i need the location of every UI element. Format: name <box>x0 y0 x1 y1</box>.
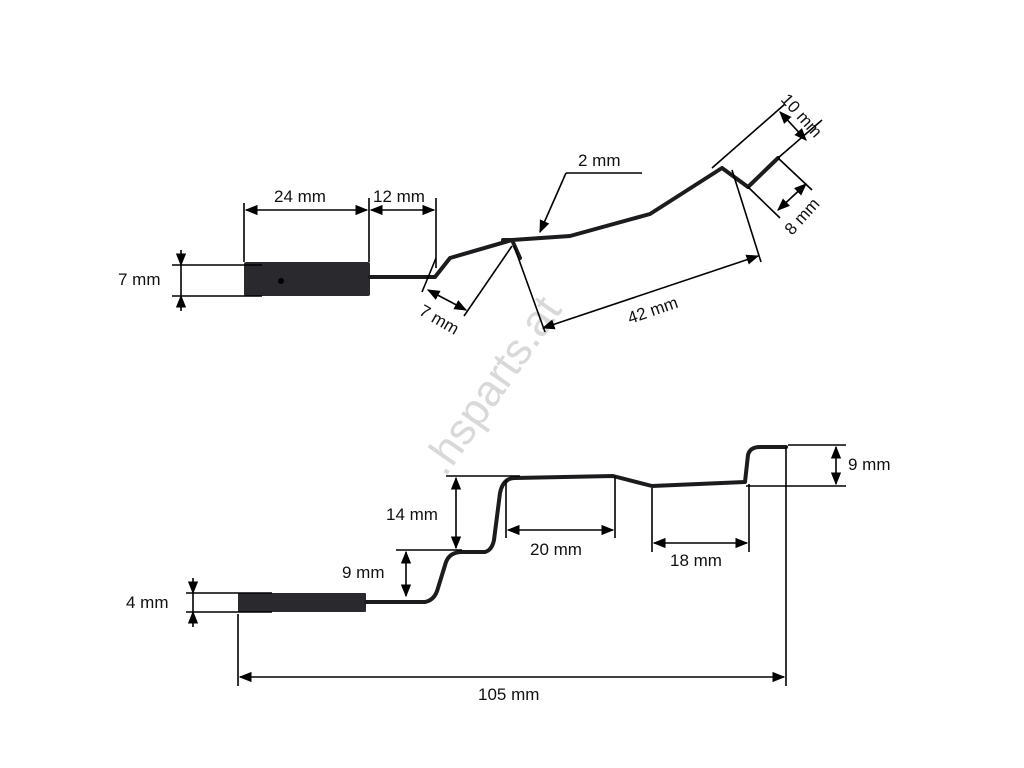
side-dim-mid-segment: 20 mm <box>530 540 582 559</box>
top-wire-bend <box>501 238 522 260</box>
side-dim-sleeve-height: 4 mm <box>126 593 169 612</box>
side-dim-right-segment: 18 mm <box>670 551 722 570</box>
top-dim-straight-segment: 12 mm <box>373 187 425 206</box>
top-wire <box>368 156 780 279</box>
top-sleeve-hole <box>278 278 284 284</box>
top-view: 7 mm 24 mm 12 mm 7 mm 2 mm 42 mm 10 mm <box>118 90 826 339</box>
side-dim-first-step: 9 mm <box>342 563 385 582</box>
side-dim-end-rise: 9 mm <box>848 455 891 474</box>
top-dim-sleeve-length: 24 mm <box>274 187 326 206</box>
side-view: 4 mm 9 mm 14 mm 20 mm 18 mm 9 mm 105 mm <box>126 444 891 704</box>
side-wire <box>364 445 788 604</box>
side-dim-second-step: 14 mm <box>386 505 438 524</box>
side-sleeve <box>238 593 366 612</box>
top-sleeve <box>244 262 370 296</box>
top-dim-offset: 7 mm <box>416 301 462 339</box>
top-dim-wire-diameter: 2 mm <box>578 151 621 170</box>
side-dim-total-length: 105 mm <box>478 685 539 704</box>
top-dim-sleeve-height: 7 mm <box>118 270 161 289</box>
